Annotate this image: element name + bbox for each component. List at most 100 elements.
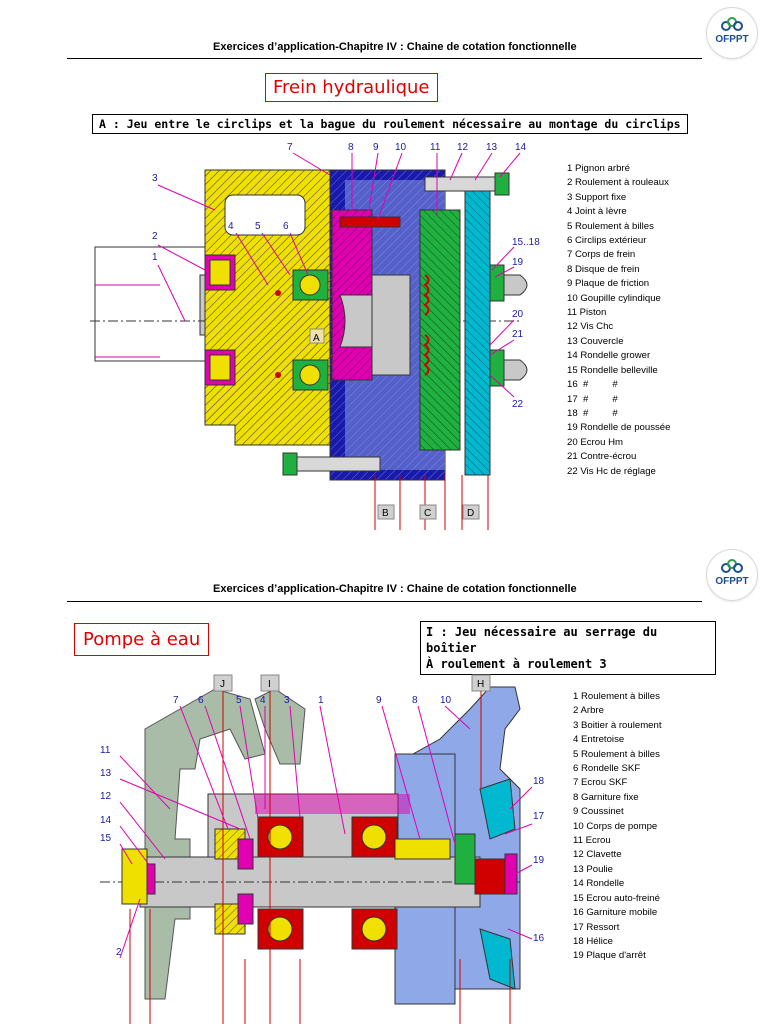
callout-12: 12 xyxy=(100,791,112,802)
callout-11: 11 xyxy=(100,745,111,756)
legend-item: 20 Ecrou Hm xyxy=(567,436,623,448)
page2-title: Pompe à eau xyxy=(74,623,210,656)
callout-17: 17 xyxy=(533,811,545,822)
legend-item: 13 Couvercle xyxy=(567,335,624,347)
legend-item: 5 Roulement à billes xyxy=(573,748,660,760)
page1-legend: 1 Pignon arbré 2 Roulement à rouleaux 3 … xyxy=(567,162,670,479)
legend-item: 6 Rondelle SKF xyxy=(573,763,641,775)
page2-legend: 1 Roulement à billes 2 Arbre 3 Boitier à… xyxy=(573,690,662,964)
callout-18: 18 xyxy=(533,776,545,787)
dim-j-label: J xyxy=(220,679,225,690)
legend-item: 2 Roulement à rouleaux xyxy=(567,177,669,189)
legend-item: 15 Rondelle belleville xyxy=(567,364,658,376)
legend-item: 11 Piston xyxy=(567,307,607,319)
callout-5: 5 xyxy=(255,221,261,232)
legend-item: 4 Entretoise xyxy=(573,734,625,746)
legend-item: 10 Corps de pompe xyxy=(573,820,658,832)
legend-item: 16 # # xyxy=(567,379,618,391)
callout-3: 3 xyxy=(152,173,158,184)
pompe-drawing: J I H 1 2 3 4 5 xyxy=(100,674,545,1024)
callout-9: 9 xyxy=(373,142,379,153)
legend-item: 7 Corps de frein xyxy=(567,249,636,261)
dim-d-label: D xyxy=(467,508,474,519)
page1-question: A : Jeu entre le circlips et la bague du… xyxy=(92,114,688,134)
callout-2: 2 xyxy=(152,231,158,242)
legend-item: 11 Ecrou xyxy=(573,835,611,847)
callout-4: 4 xyxy=(228,221,234,232)
legend-item: 17 # # xyxy=(567,393,618,405)
callout-21: 21 xyxy=(512,329,524,340)
legend-item: 14 Rondelle xyxy=(573,878,625,890)
page2-question-line1: I : Jeu nécessaire au serrage du boîtier xyxy=(426,625,658,655)
callout-5: 5 xyxy=(236,695,242,706)
legend-item: 17 Ressort xyxy=(573,921,620,933)
callout-1: 1 xyxy=(318,695,324,706)
legend-item: 9 Coussinet xyxy=(573,806,624,818)
callout-9: 9 xyxy=(376,695,382,706)
callout-6: 6 xyxy=(198,695,204,706)
legend-item: 19 Rondelle de poussée xyxy=(567,422,671,434)
legend-item: 1 Roulement à billes xyxy=(573,691,660,702)
page2-question-line2: À roulement à roulement 3 xyxy=(426,657,607,671)
legend-item: 3 Support fixe xyxy=(567,191,627,203)
page2-header: Exercices d’application-Chapitre IV : Ch… xyxy=(213,583,577,595)
callout-2: 2 xyxy=(116,947,122,958)
frein-drawing: A B C D 1 2 3 4 5 6 7 8 xyxy=(90,142,540,530)
legend-item: 9 Plaque de friction xyxy=(567,278,650,290)
callout-13: 13 xyxy=(486,142,498,153)
legend-item: 15 Ecrou auto-freiné xyxy=(573,892,660,904)
legend-item: 2 Arbre xyxy=(573,705,604,717)
callout-19: 19 xyxy=(512,257,524,268)
legend-item: 14 Rondelle grower xyxy=(567,350,651,362)
logo-text: OFPPT xyxy=(715,576,749,587)
legend-item: 16 Garniture mobile xyxy=(573,907,658,919)
legend-item: 18 Hélice xyxy=(573,935,613,947)
callout-10: 10 xyxy=(395,142,407,153)
callout-4: 4 xyxy=(260,695,266,706)
legend-item: 12 Vis Chc xyxy=(567,321,614,333)
dim-i-label: I xyxy=(268,679,271,690)
dim-a-label: A xyxy=(313,333,320,344)
callout-15-18: 15..18 xyxy=(512,237,540,248)
callout-7: 7 xyxy=(287,142,293,153)
callout-1: 1 xyxy=(152,252,158,263)
callout-8: 8 xyxy=(412,695,418,706)
callout-13: 13 xyxy=(100,768,112,779)
callout-19: 19 xyxy=(533,855,545,866)
logo-mark-icon xyxy=(721,559,743,573)
callout-7: 7 xyxy=(173,695,179,706)
dim-b-label: B xyxy=(382,508,389,519)
logo-text: OFPPT xyxy=(715,34,749,45)
callout-16: 16 xyxy=(533,933,545,944)
page1-title: Frein hydraulique xyxy=(265,73,438,102)
ofppt-logo: OFPPT xyxy=(707,8,757,58)
callout-11: 11 xyxy=(430,142,441,153)
page2-question: I : Jeu nécessaire au serrage du boîtier… xyxy=(420,621,716,675)
legend-item: 1 Pignon arbré xyxy=(567,163,630,174)
legend-item: 8 Garniture fixe xyxy=(573,791,639,803)
legend-item: 10 Goupille cylindique xyxy=(567,292,661,304)
legend-item: 3 Boitier à roulement xyxy=(573,719,662,731)
legend-item: 19 Plaque d'arrêt xyxy=(573,950,646,962)
page1-header: Exercices d’application-Chapitre IV : Ch… xyxy=(213,41,577,53)
callout-8: 8 xyxy=(348,142,354,153)
legend-item: 7 Ecrou SKF xyxy=(573,777,628,789)
page2-header-rule xyxy=(67,601,702,602)
legend-item: 18 # # xyxy=(567,407,618,419)
page1-header-rule xyxy=(67,58,702,59)
legend-item: 4 Joint à lèvre xyxy=(567,206,627,218)
legend-item: 5 Roulement à billes xyxy=(567,220,654,232)
logo-mark-icon xyxy=(721,17,743,31)
callout-15: 15 xyxy=(100,833,112,844)
callout-14: 14 xyxy=(515,142,527,153)
ofppt-logo: OFPPT xyxy=(707,550,757,600)
callout-10: 10 xyxy=(440,695,452,706)
callout-22: 22 xyxy=(512,399,524,410)
legend-item: 6 Circlips extérieur xyxy=(567,235,647,247)
callout-20: 20 xyxy=(512,309,524,320)
callout-12: 12 xyxy=(457,142,469,153)
dim-c-label: C xyxy=(424,508,431,519)
legend-item: 8 Disque de frein xyxy=(567,263,640,275)
legend-item: 12 Clavette xyxy=(573,849,622,861)
callout-3: 3 xyxy=(284,695,290,706)
